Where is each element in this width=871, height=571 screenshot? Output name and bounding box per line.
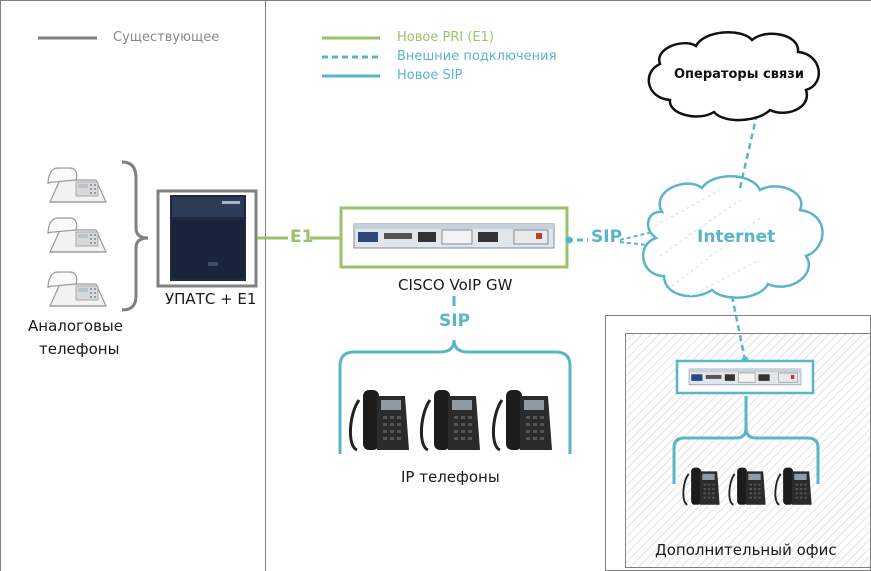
- pbx-label: УПАТС + E1: [165, 290, 257, 308]
- branch-office-region: [605, 315, 871, 571]
- sip-phones-label: SIP: [439, 311, 471, 331]
- operators-label: Операторы связи: [674, 67, 804, 82]
- gateway-label: CISCO VoIP GW: [398, 276, 513, 294]
- legend-existing-label: Существующее: [113, 30, 220, 45]
- ip-phone-icon: [419, 388, 482, 452]
- legend-external-label: Внешние подключения: [397, 49, 557, 64]
- analog-phones-brace: [121, 160, 149, 312]
- sip-link-dot: [565, 236, 573, 244]
- sip-internet-label: SIP: [591, 227, 623, 247]
- e1-label: E1: [290, 227, 314, 247]
- analog-phones-label-line1: Аналоговые: [28, 317, 123, 335]
- panasonic-pbx-icon: [170, 195, 246, 281]
- cisco-router-icon: [688, 368, 802, 386]
- ip-phone-icon: [491, 388, 554, 452]
- analog-phones-label-line2: телефоны: [39, 340, 120, 358]
- ip-phones-bracket: [338, 339, 572, 454]
- internet-cloud-icon: [641, 175, 824, 299]
- ip-phones-label: IP телефоны: [401, 468, 500, 486]
- legend-pri-label: Новое PRI (E1): [397, 30, 494, 45]
- cisco-router-icon: [353, 223, 555, 249]
- branch-office-label: Дополнительный офис: [655, 541, 837, 559]
- ip-phone-icon: [348, 388, 411, 452]
- analog-phone-icon: [47, 167, 107, 203]
- branch-phones-bracket: [672, 396, 820, 484]
- internet-branch-link: [730, 295, 747, 361]
- internet-label: Internet: [697, 227, 776, 247]
- internet-operators-link: [738, 113, 759, 189]
- analog-phone-icon: [47, 217, 107, 253]
- operators-cloud-icon: [647, 31, 821, 122]
- legend-sip-label: Новое SIP: [397, 68, 463, 83]
- analog-phone-icon: [47, 271, 107, 307]
